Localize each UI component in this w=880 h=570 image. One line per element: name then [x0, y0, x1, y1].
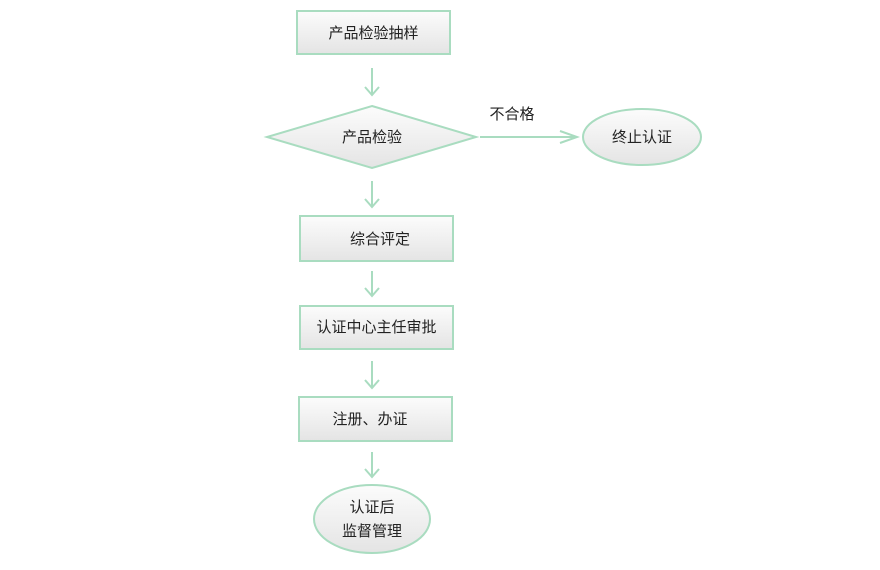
node-sampling-label: 产品检验抽样: [328, 24, 418, 42]
node-evaluation-label: 综合评定: [350, 230, 410, 248]
node-registration-box: [298, 396, 453, 442]
node-evaluation: 综合评定: [299, 215, 454, 262]
arrow-inspection-to-evaluation: [364, 181, 380, 209]
node-registration-label: 注册、办证: [332, 410, 407, 428]
node-supervision: 认证后 监督管理: [313, 484, 431, 554]
node-inspection: 产品检验: [263, 104, 480, 170]
node-terminate-label: 终止认证: [612, 128, 672, 146]
edge-label-fail: 不合格: [489, 105, 534, 123]
node-sampling: 产品检验抽样: [296, 10, 451, 55]
arrow-inspection-to-terminate: [480, 130, 581, 144]
node-supervision-label-line2: 监督管理: [342, 522, 402, 540]
node-sampling-box: [296, 10, 451, 55]
node-registration: 注册、办证: [298, 396, 453, 442]
node-inspection-label: 产品检验: [342, 128, 402, 146]
node-evaluation-box: [299, 215, 454, 262]
node-approval-box: [299, 305, 454, 350]
arrow-sampling-to-inspection: [364, 68, 380, 97]
node-terminate-ellipse: [582, 108, 702, 166]
node-approval-label: 认证中心主任审批: [316, 318, 436, 336]
node-inspection-diamond: [263, 104, 480, 170]
node-supervision-label-line1: 认证后: [349, 498, 394, 516]
node-terminate: 终止认证: [582, 108, 702, 166]
arrow-registration-to-supervision: [364, 452, 380, 479]
arrow-evaluation-to-approval: [364, 271, 380, 298]
arrow-approval-to-registration: [364, 361, 380, 390]
node-supervision-ellipse: [313, 484, 431, 554]
node-approval: 认证中心主任审批: [299, 305, 454, 350]
